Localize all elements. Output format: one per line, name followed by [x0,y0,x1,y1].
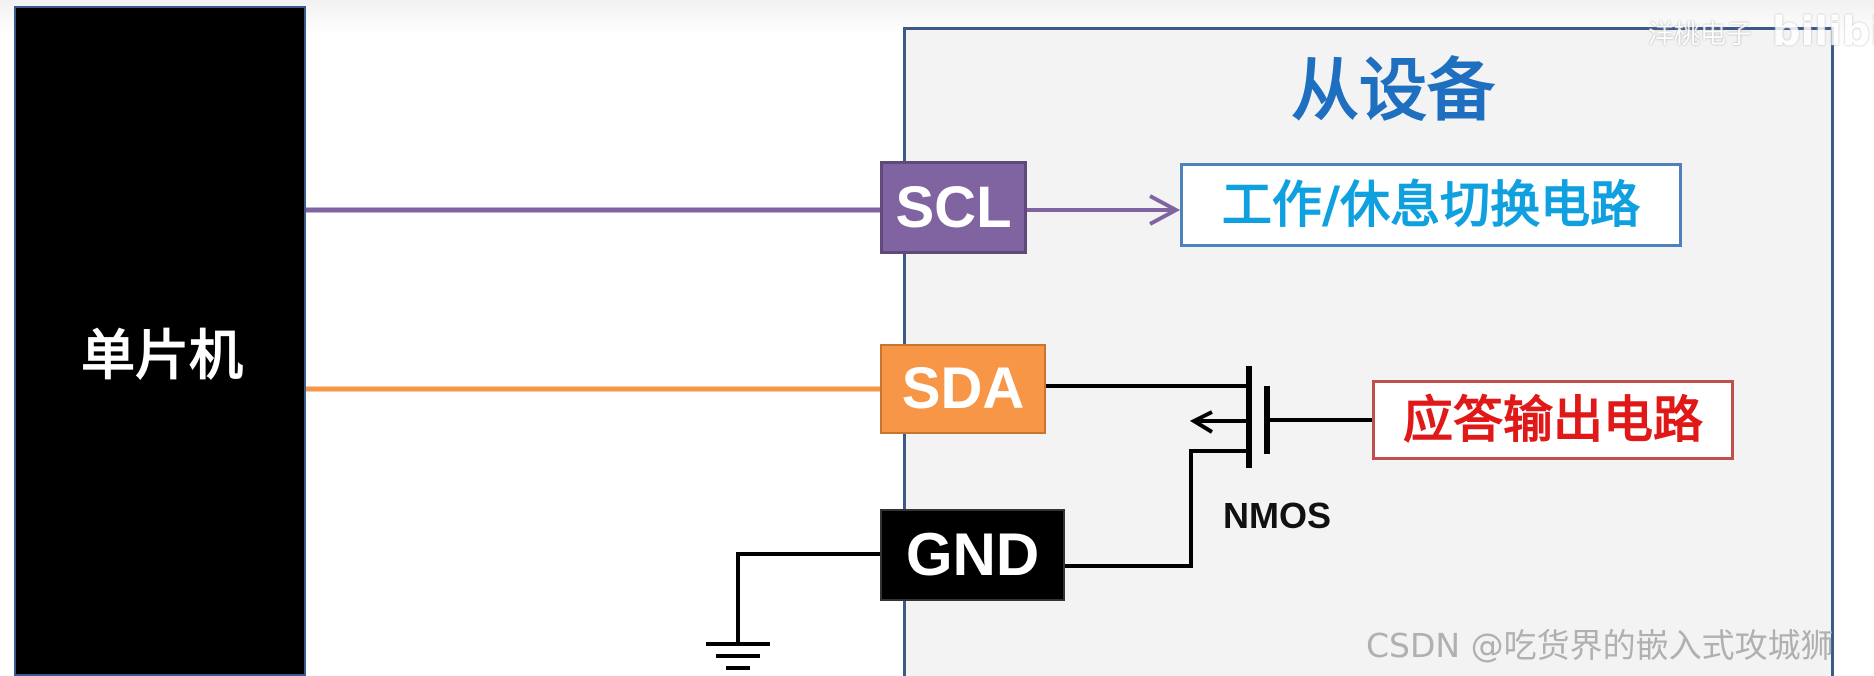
bilibili-logo: bilibili [1772,9,1874,55]
channel-watermark: 洋桃电子 [1648,20,1753,50]
gnd-wire [736,552,880,644]
ground-symbol-icon [706,642,770,670]
nmos-source-wire [1065,449,1249,568]
scl-arrow-head [1149,194,1181,226]
slave-device-title: 从设备 [1290,52,1495,131]
scl-pin: SCL [880,161,1027,254]
nmos-label: NMOS [1223,495,1331,536]
sda-pin: SDA [880,344,1046,434]
csdn-watermark: CSDN @吃货界的嵌入式攻城狮 [1366,626,1834,665]
ack-output-circuit: 应答输出电路 [1372,380,1734,460]
sleep-switch-circuit: 工作/休息切换电路 [1180,163,1682,247]
mcu-block: 单片机 [14,6,306,676]
mcu-label: 单片机 [81,324,243,387]
gnd-pin: GND [880,509,1065,601]
